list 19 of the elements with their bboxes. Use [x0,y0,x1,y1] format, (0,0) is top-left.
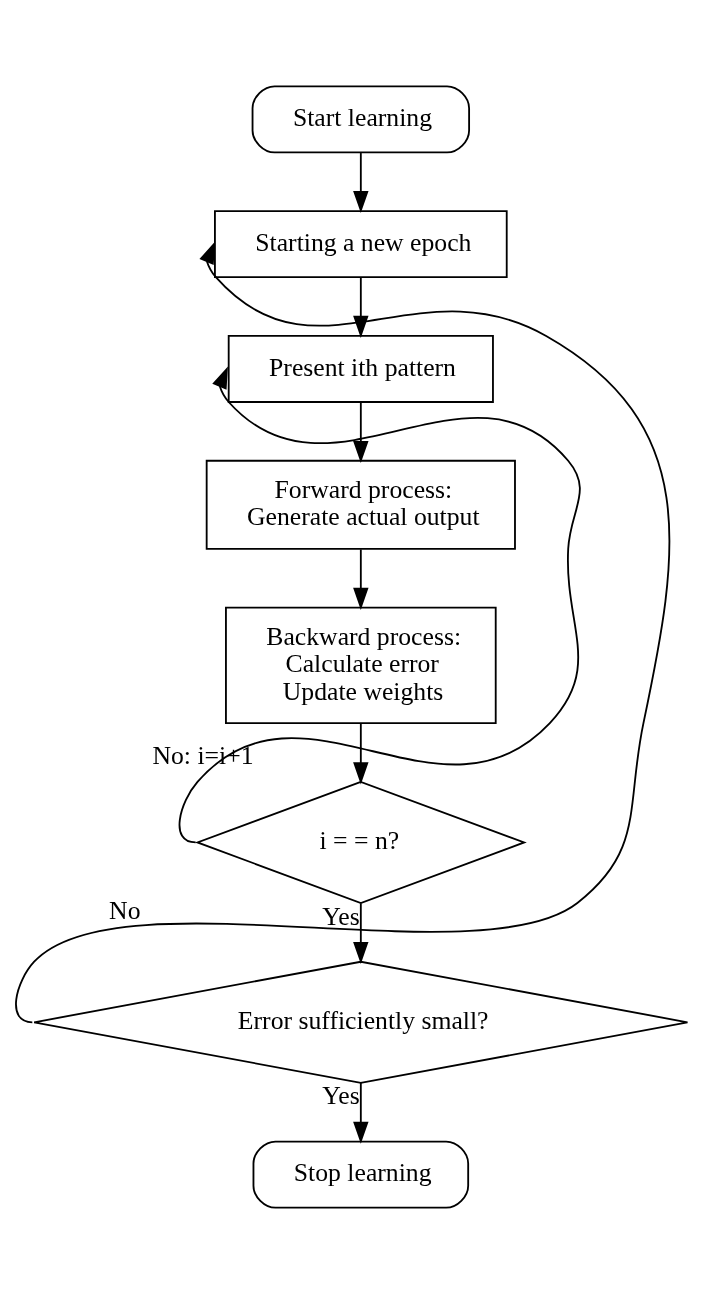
arrow [353,722,369,785]
edge-label: Yes [322,901,360,931]
node-box: Forward process: Generate actual output [205,459,516,550]
arrow [178,366,581,844]
edge-label: Yes [322,1081,360,1111]
node-box: Starting a new epoch [214,210,508,279]
edge-label: No [109,895,141,925]
node-box: Stop learning [252,1140,470,1209]
node-box: Backward process: Calculate error Update weights [225,606,497,725]
arrow [353,401,369,464]
node-diamond: i = = n? [194,780,527,904]
node-diamond: Error sufficiently small? [33,960,689,1084]
node-box: Present ith pattern [227,335,494,403]
node-box: Start learning [251,85,471,154]
arrow [353,152,369,214]
arrow [353,548,369,610]
arrow [15,241,671,1024]
arrow [353,1081,369,1144]
arrow [353,902,369,964]
